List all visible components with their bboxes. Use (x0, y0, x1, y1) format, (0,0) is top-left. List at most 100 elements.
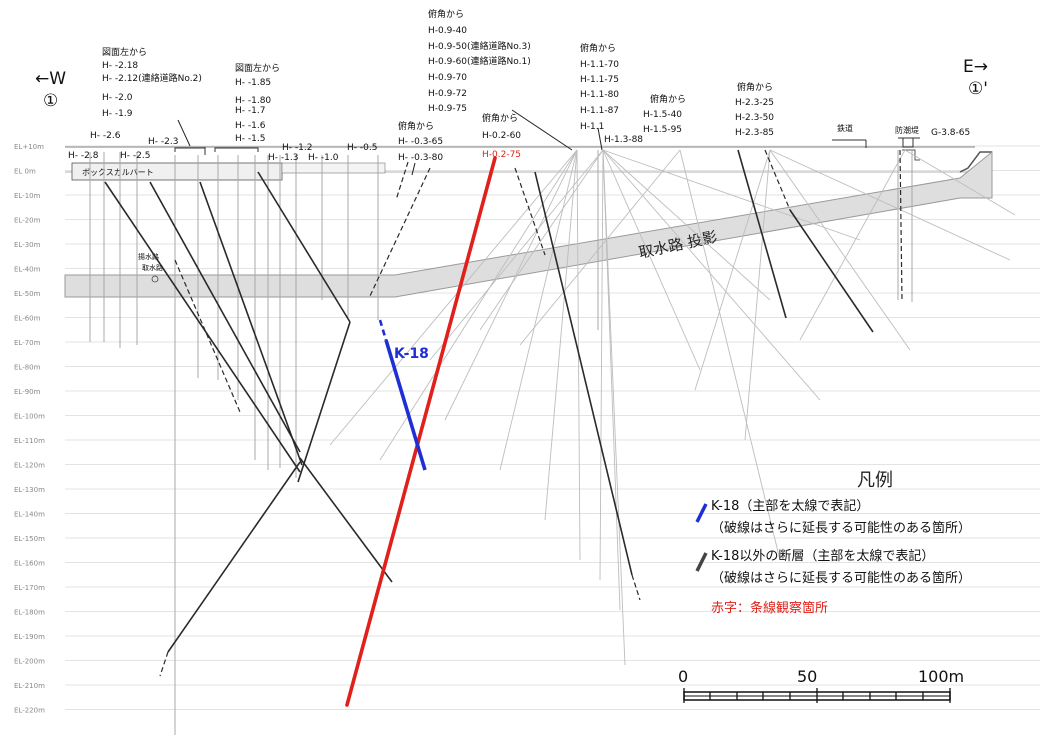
bh-label: H-1.1 (580, 122, 604, 132)
bh-label: H-0.2-60 (482, 131, 521, 141)
bh-label: H-1.1-70 (580, 60, 619, 70)
elevation-label: EL-170m (14, 584, 45, 592)
bh-label: H- -1.85 (235, 78, 271, 88)
bh-label: H- -1.9 (102, 109, 133, 119)
bh-group-7-header: 俯角から (580, 42, 616, 54)
west-mark: ① (43, 91, 58, 111)
box-culvert-label: ボックスカルバート (82, 168, 154, 177)
bh-label: H- -0.3-80 (398, 153, 443, 163)
bh-label: H- -2.18 (102, 61, 138, 71)
east-arrow: E→ (963, 57, 988, 77)
bh-label: H-0.9-72 (428, 89, 467, 99)
elevation-label: EL-30m (14, 241, 41, 249)
elevation-label: EL-180m (14, 609, 45, 617)
direction-east: E→ ①' (963, 57, 988, 99)
k18-fault: K-18 (378, 319, 429, 471)
bh-group-6-header: 俯角から (482, 112, 518, 124)
elevation-label: EL-210m (14, 682, 45, 690)
bh-label: H-1.5-40 (643, 110, 682, 120)
legend-k18-line2: （破線はさらに延長する可能性のある箇所） (711, 520, 971, 536)
bh-label: H- -1.2 (282, 143, 312, 153)
borehole-labels: 図面左から H- -2.18 H- -2.12(連絡道路No.2) H- -2.… (68, 8, 970, 163)
elevation-label: EL-90m (14, 388, 41, 396)
bh-label: H-2.3-50 (735, 113, 774, 123)
scale-label-50: 50 (797, 667, 817, 686)
elevation-label: EL-80m (14, 364, 41, 372)
bh-group-9-header: 俯角から (737, 81, 773, 93)
bh-label: H- -2.12(連絡道路No.2) (102, 72, 202, 84)
vertical-boreholes (89, 150, 913, 735)
bh-label: H-0.9-60(連絡道路No.1) (428, 55, 531, 67)
bh-label: H- -2.0 (102, 93, 133, 103)
elevation-label: EL-220m (14, 707, 45, 715)
bh-label: H-0.9-70 (428, 73, 467, 83)
box-culvert: ボックスカルバート (71, 162, 386, 181)
direction-west: ←W ① (35, 69, 66, 111)
legend-title: 凡例 (857, 470, 893, 491)
bh-label: H-2.3-25 (735, 98, 774, 108)
outfall-marker: 揚水路 取水路 (138, 252, 163, 283)
red-fault (345, 156, 497, 707)
scale-label-0: 0 (678, 667, 688, 686)
elevation-label: EL-110m (14, 437, 45, 445)
inclined-boreholes (329, 149, 1016, 666)
bh-label: H-1.3-88 (604, 135, 643, 145)
bh-group-8-header: 俯角から (650, 93, 686, 105)
bh-group-2-header: 図面左から (235, 62, 280, 74)
bh-group-1-header: 図面左から (102, 46, 147, 58)
bh-label: H-2.3-85 (735, 128, 774, 138)
bh-label: H- -2.5 (120, 151, 150, 161)
bh-label: H-1.1-80 (580, 90, 619, 100)
elevation-label: EL-130m (14, 486, 45, 494)
west-arrow: ←W (35, 69, 66, 89)
bh-group-4-header: 俯角から (398, 120, 434, 132)
k18-label: K-18 (394, 346, 429, 362)
elevation-label: EL-70m (14, 339, 41, 347)
legend-other-line2: （破線はさらに延長する可能性のある箇所） (711, 570, 971, 586)
bh-label: H-0.9-40 (428, 26, 467, 36)
elevation-label: EL+10m (14, 143, 44, 151)
bh-label: H-1.1-87 (580, 106, 619, 116)
elevation-label: EL-100m (14, 413, 45, 421)
bh-label: H-0.9-75 (428, 104, 467, 114)
elevation-label: EL-150m (14, 535, 45, 543)
railway-label: 鉄道 (837, 123, 853, 133)
elevation-label: EL-40m (14, 266, 41, 274)
scale-bar: 0 50 100m (678, 667, 964, 703)
elevation-label: EL-10m (14, 192, 41, 200)
bh-label: H- -1.80 (235, 96, 271, 106)
elevation-label: EL-60m (14, 315, 41, 323)
outfall-label-2: 取水路 (142, 263, 163, 272)
bh-label: H- -2.3 (148, 137, 178, 147)
bh-label: H- -1.6 (235, 121, 266, 131)
surface-structures: 鉄道 防潮堤 (174, 123, 920, 155)
elevation-label: EL-190m (14, 633, 45, 641)
bh-label: H-0.9-50(連絡道路No.3) (428, 40, 531, 52)
bh-label: H- -2.8 (68, 151, 99, 161)
scale-label-100: 100m (918, 667, 964, 686)
legend-red-note: 赤字：条線観察箇所 (711, 600, 828, 616)
bh-group-5-header: 俯角から (428, 8, 464, 20)
elevation-label: EL-20m (14, 217, 41, 225)
bh-label-red: H-0.2-75 (482, 150, 521, 160)
bh-label: H- -1.5 (235, 134, 265, 144)
bh-label: H- -2.6 (90, 131, 121, 141)
bh-label: H- -1.7 (235, 106, 265, 116)
elevation-label: EL-160m (14, 560, 45, 568)
elevation-label: EL 0m (14, 168, 36, 176)
bh-label: H-1.5-95 (643, 125, 682, 135)
outfall-label-1: 揚水路 (138, 252, 159, 261)
elevation-label: EL-50m (14, 290, 41, 298)
bh-label: H- -0.3-65 (398, 137, 443, 147)
legend-k18-swatch (695, 503, 708, 523)
legend-other-swatch (695, 552, 708, 572)
elevation-grid: EL+10m EL 0m EL-10mEL-20mEL-30mEL-40mEL-50… (14, 143, 1040, 715)
seawall-label: 防潮堤 (895, 125, 919, 135)
leader-arrows (177, 109, 603, 176)
bh-label: H- -0.5 (347, 143, 377, 153)
bh-label: H-1.1-75 (580, 75, 619, 85)
other-faults (104, 149, 903, 677)
legend: 凡例 K-18（主部を太線で表記） （破線はさらに延長する可能性のある箇所） K… (695, 470, 971, 616)
